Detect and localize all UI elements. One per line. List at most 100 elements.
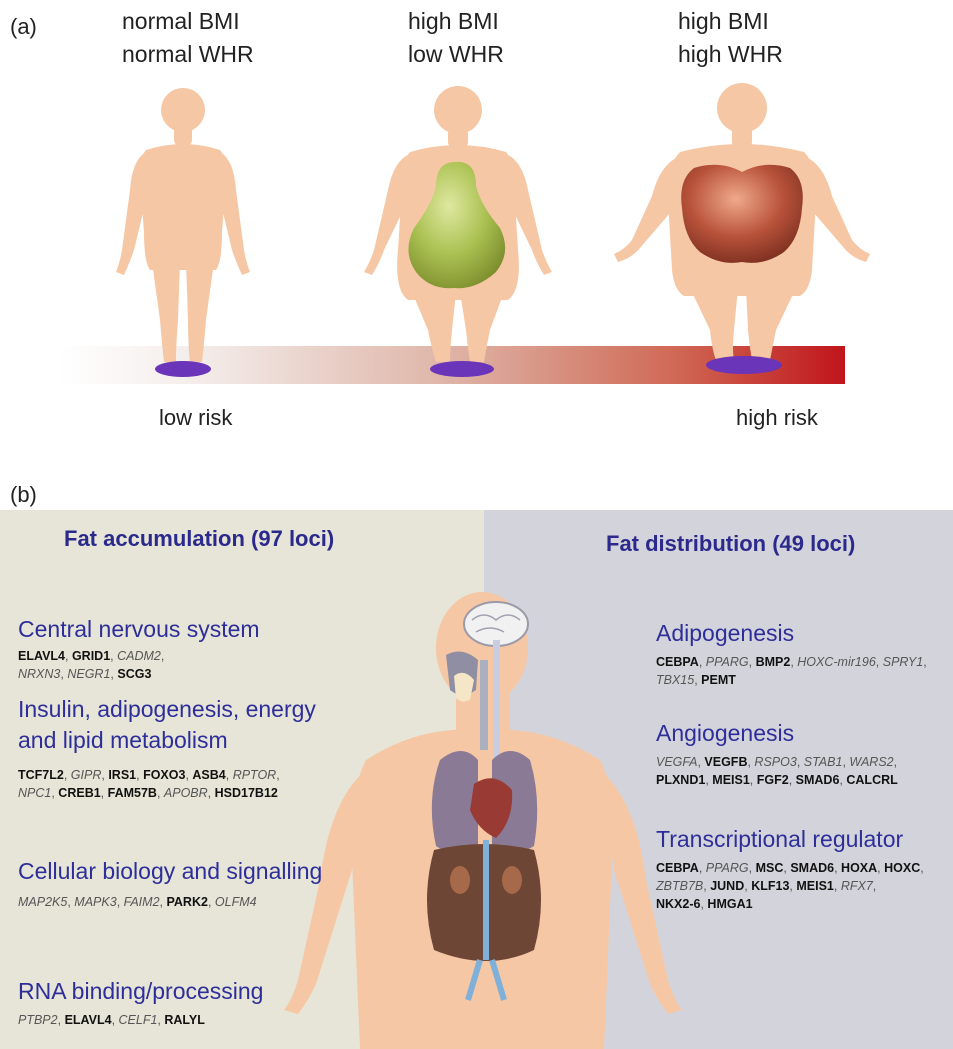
- gene-separator: ,: [208, 895, 215, 909]
- gene-name: RALYL: [164, 1013, 205, 1027]
- gene-line: MAP2K5, MAPK3, FAIM2, PARK2, OLFM4: [18, 893, 438, 911]
- gene-name: ELAVL4: [65, 1013, 112, 1027]
- gene-name: RPTOR: [233, 768, 277, 782]
- gene-separator: ,: [749, 861, 756, 875]
- gene-separator: ,: [208, 786, 215, 800]
- gene-line: NPC1, CREB1, FAM57B, APOBR, HSD17B12: [18, 784, 438, 802]
- gene-name: PTBP2: [18, 1013, 58, 1027]
- category-title: Angiogenesis: [656, 718, 946, 749]
- gene-line: TBX15, PEMT: [656, 671, 946, 689]
- gene-name: MAP2K5: [18, 895, 67, 909]
- gene-name: ZBTB7B: [656, 879, 703, 893]
- gene-name: MAPK3: [74, 895, 116, 909]
- gene-name: SMAD6: [790, 861, 834, 875]
- gene-name: NPC1: [18, 786, 51, 800]
- gene-line: PLXND1, MEIS1, FGF2, SMAD6, CALCRL: [656, 771, 946, 789]
- lungs-icon: [432, 751, 478, 854]
- gene-separator: ,: [789, 773, 796, 787]
- gene-name: VEGFB: [704, 755, 747, 769]
- gene-line: CEBPA, PPARG, BMP2, HOXC-mir196, SPRY1,: [656, 653, 946, 671]
- gene-name: PLXND1: [656, 773, 705, 787]
- gene-name: FAM57B: [108, 786, 157, 800]
- gene-separator: ,: [923, 655, 926, 669]
- right-section-title: Fat distribution (49 loci): [606, 531, 855, 557]
- category-title: Adipogenesis: [656, 618, 946, 649]
- gene-line: ZBTB7B, JUND, KLF13, MEIS1, RFX7,: [656, 877, 946, 895]
- gene-name: PPARG: [706, 861, 749, 875]
- gene-name: PPARG: [706, 655, 749, 669]
- gene-name: MEIS1: [712, 773, 750, 787]
- gene-separator: ,: [226, 768, 233, 782]
- gene-name: PARK2: [166, 895, 207, 909]
- gene-separator: ,: [58, 1013, 65, 1027]
- brain-icon: [464, 602, 528, 646]
- gene-name: HOXC-mir196: [797, 655, 876, 669]
- gene-name: WARS2: [849, 755, 893, 769]
- category-title: Transcriptional regulator: [656, 824, 946, 855]
- gene-name: VEGFA: [656, 755, 697, 769]
- gene-line: PTBP2, ELAVL4, CELF1, RALYL: [18, 1011, 438, 1029]
- gene-name: GRID1: [72, 649, 110, 663]
- gene-separator: ,: [834, 861, 841, 875]
- gene-name: CEBPA: [656, 655, 699, 669]
- gene-separator: ,: [894, 755, 897, 769]
- trachea-icon: [480, 660, 488, 750]
- category-angiogenesis: Angiogenesis VEGFA, VEGFB, RSPO3, STAB1,…: [656, 718, 946, 789]
- gene-name: APOBR: [164, 786, 208, 800]
- gene-name: RSPO3: [754, 755, 796, 769]
- gene-separator: ,: [112, 1013, 119, 1027]
- gene-name: KLF13: [751, 879, 789, 893]
- gene-list: ELAVL4, GRID1, CADM2,NRXN3, NEGR1, SCG3: [18, 647, 438, 683]
- gene-name: HMGA1: [707, 897, 752, 911]
- gene-separator: ,: [65, 649, 72, 663]
- gene-name: GIPR: [71, 768, 102, 782]
- gene-name: FOXO3: [143, 768, 185, 782]
- gene-separator: ,: [920, 861, 923, 875]
- gene-name: FGF2: [757, 773, 789, 787]
- gene-list: CEBPA, PPARG, BMP2, HOXC-mir196, SPRY1,T…: [656, 653, 946, 689]
- gene-name: PEMT: [701, 673, 736, 687]
- gene-name: CELF1: [119, 1013, 158, 1027]
- gene-name: CALCRL: [846, 773, 897, 787]
- gene-separator: ,: [749, 655, 756, 669]
- category-title: RNA binding/processing: [18, 976, 438, 1007]
- gene-name: ASB4: [192, 768, 225, 782]
- category-cellular-biology: Cellular biology and signalling MAP2K5, …: [18, 856, 438, 911]
- gene-line: NRXN3, NEGR1, SCG3: [18, 665, 438, 683]
- gene-name: STAB1: [804, 755, 843, 769]
- gene-name: HOXC: [884, 861, 920, 875]
- category-adipogenesis: Adipogenesis CEBPA, PPARG, BMP2, HOXC-mi…: [656, 618, 946, 689]
- gene-line: VEGFA, VEGFB, RSPO3, STAB1, WARS2,: [656, 753, 946, 771]
- gene-name: HOXA: [841, 861, 877, 875]
- gene-name: MSC: [756, 861, 784, 875]
- category-transcriptional-regulator: Transcriptional regulator CEBPA, PPARG, …: [656, 824, 946, 913]
- gene-name: CREB1: [58, 786, 100, 800]
- category-title: Central nervous system: [18, 614, 438, 645]
- gene-name: CADM2: [117, 649, 161, 663]
- gene-separator: ,: [276, 768, 279, 782]
- gene-separator: ,: [101, 786, 108, 800]
- gene-separator: ,: [873, 879, 876, 893]
- gene-list: TCF7L2, GIPR, IRS1, FOXO3, ASB4, RPTOR,N…: [18, 766, 438, 802]
- gene-name: JUND: [710, 879, 744, 893]
- gene-list: PTBP2, ELAVL4, CELF1, RALYL: [18, 1011, 438, 1029]
- gene-separator: ,: [797, 755, 804, 769]
- gene-separator: ,: [699, 861, 706, 875]
- gene-separator: ,: [834, 879, 841, 893]
- gene-separator: ,: [876, 655, 883, 669]
- gene-name: NRXN3: [18, 667, 60, 681]
- gene-list: CEBPA, PPARG, MSC, SMAD6, HOXA, HOXC,ZBT…: [656, 859, 946, 913]
- gene-name: SMAD6: [796, 773, 840, 787]
- gene-name: RFX7: [841, 879, 873, 893]
- gene-name: IRS1: [108, 768, 136, 782]
- gene-name: CEBPA: [656, 861, 699, 875]
- gene-separator: ,: [157, 786, 164, 800]
- gene-line: NKX2-6, HMGA1: [656, 895, 946, 913]
- left-section-title: Fat accumulation (97 loci): [64, 526, 334, 552]
- category-insulin-metabolism: Insulin, adipogenesis, energy and lipid …: [18, 694, 438, 802]
- category-title: Cellular biology and signalling: [18, 856, 438, 887]
- category-rna-binding: RNA binding/processing PTBP2, ELAVL4, CE…: [18, 976, 438, 1029]
- gene-separator: ,: [750, 773, 757, 787]
- gene-separator: ,: [64, 768, 71, 782]
- category-title-line-1: Insulin, adipogenesis, energy: [18, 694, 438, 725]
